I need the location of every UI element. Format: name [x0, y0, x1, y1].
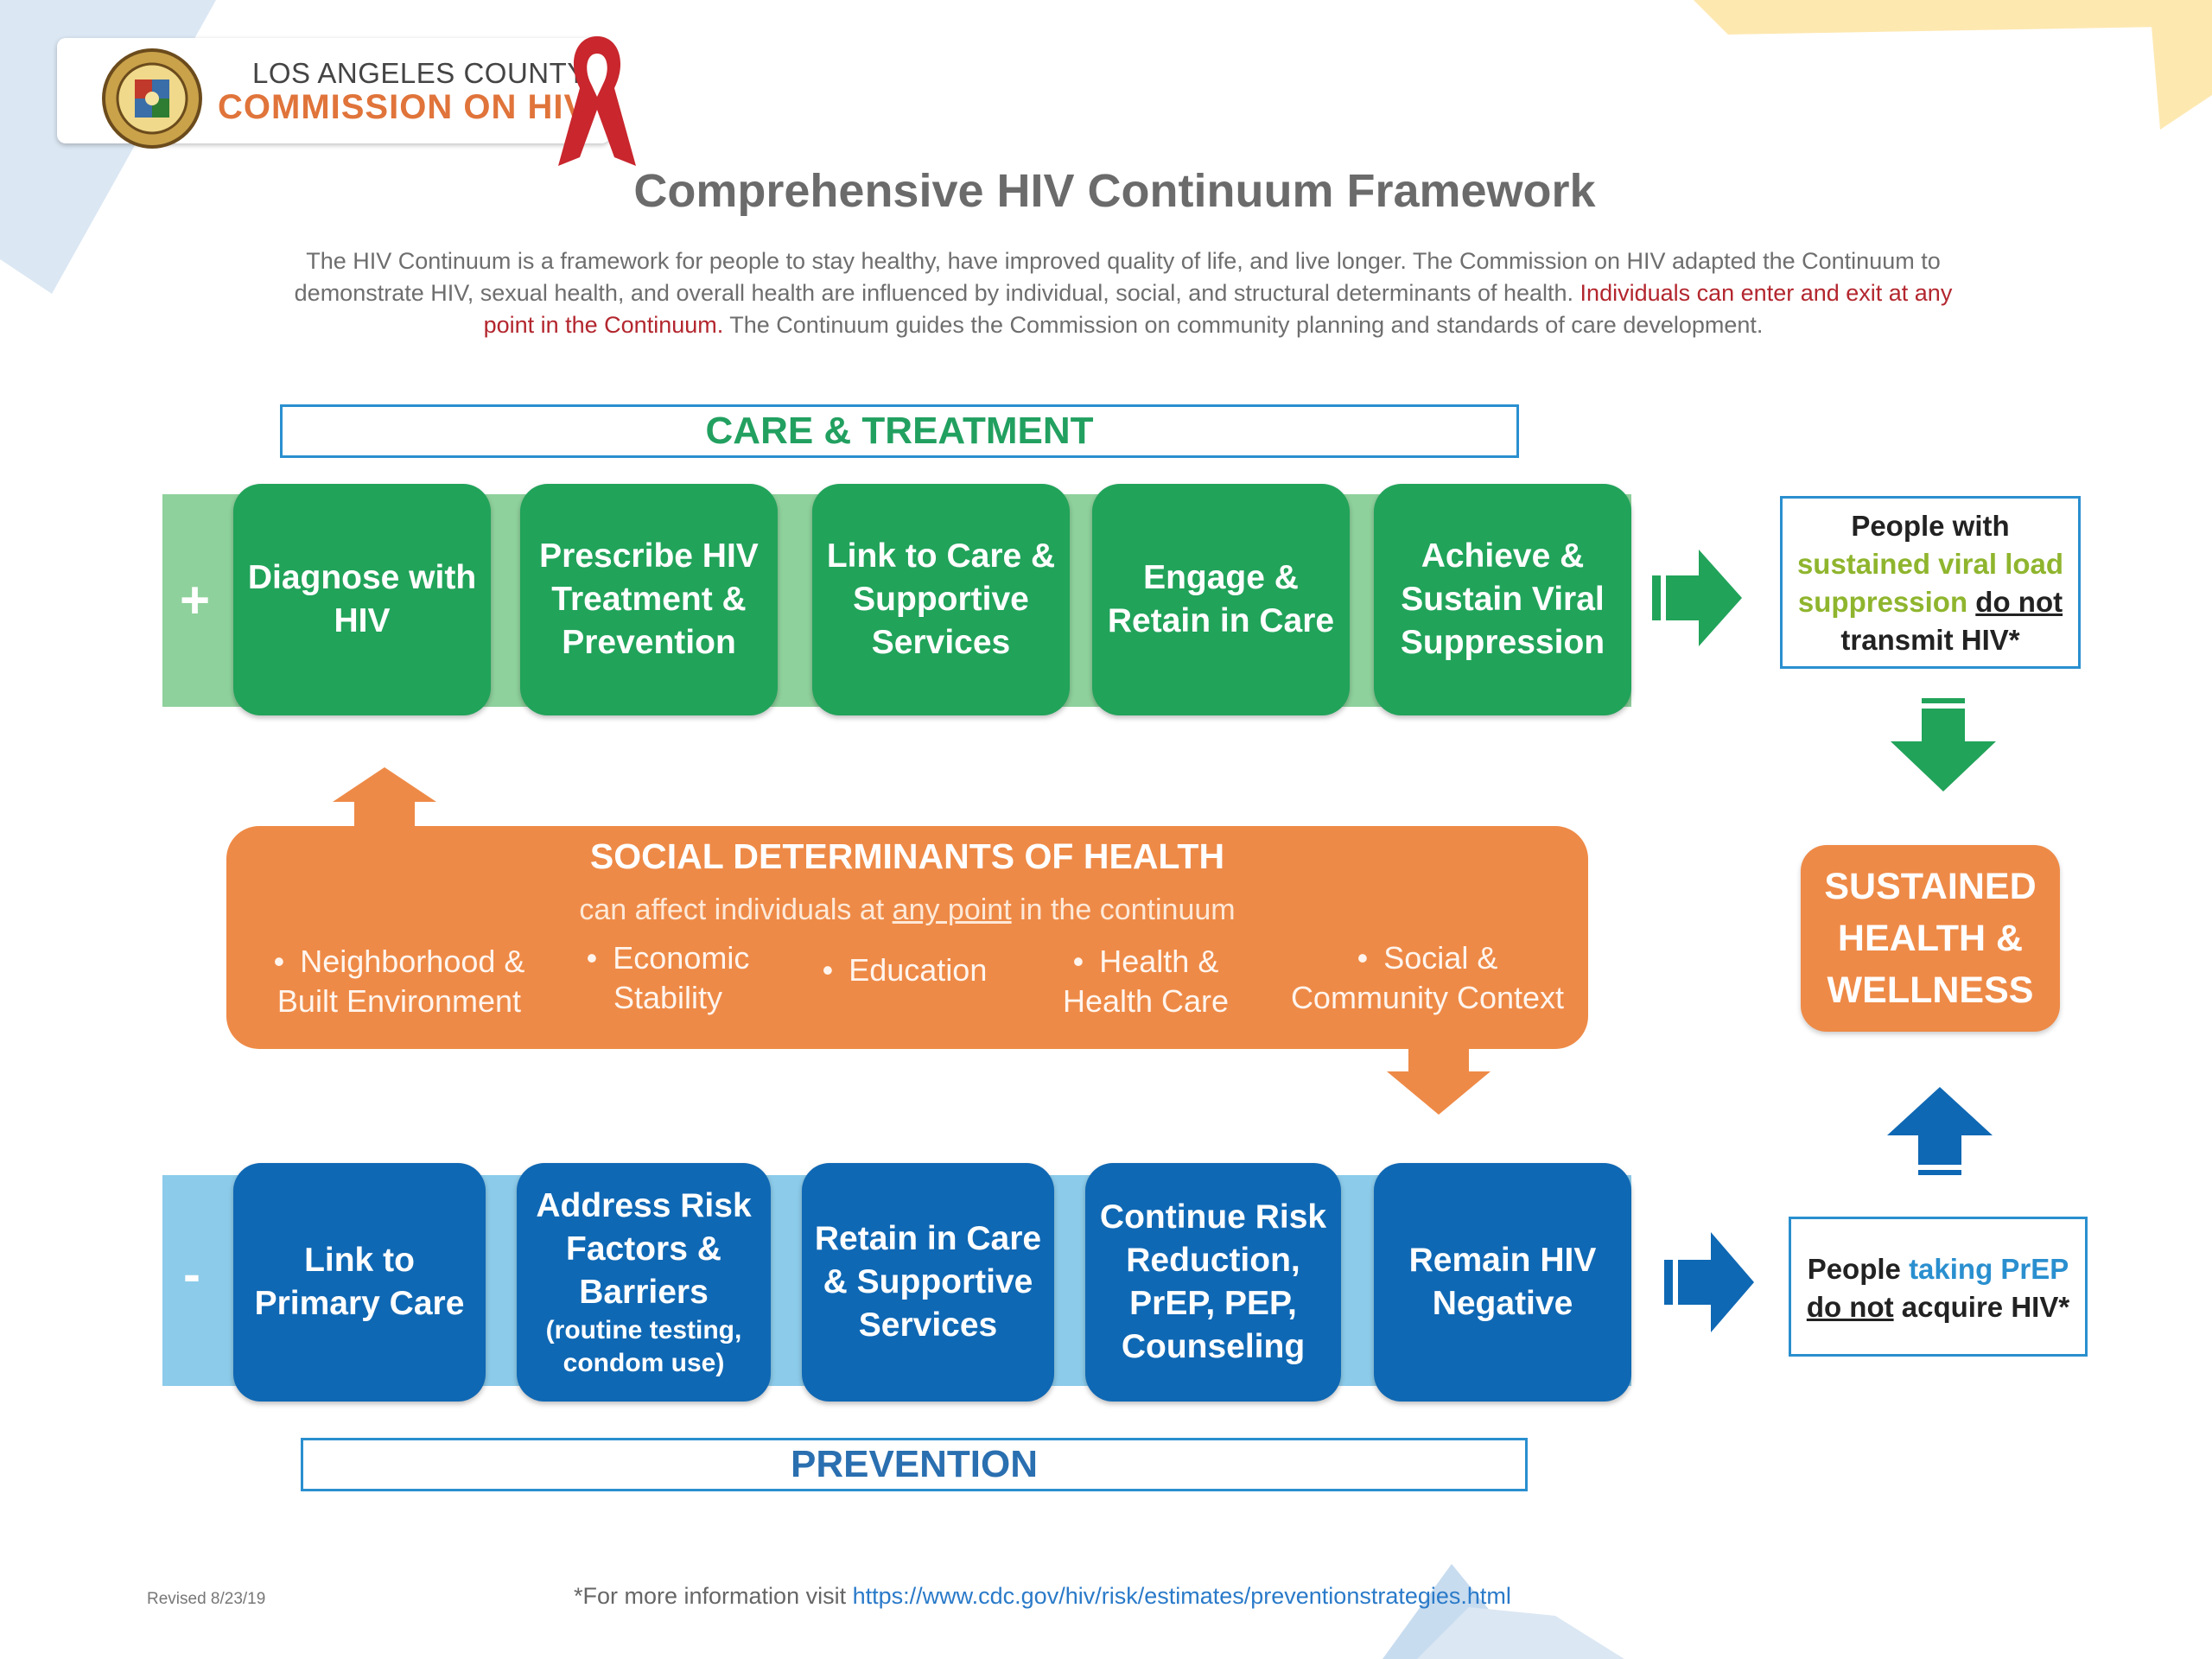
step-remain-negative: Remain HIV Negative — [1374, 1163, 1631, 1402]
factor-education: • Education — [797, 950, 1013, 990]
orange-arrow-down-icon — [1387, 1046, 1491, 1115]
step-address-risk-note: (routine testing, condom use) — [545, 1316, 742, 1377]
factor-bullet: • — [586, 940, 598, 976]
factor-economic-stability: • Economic Stability — [560, 938, 776, 1018]
step-viral-suppression: Achieve & Sustain Viral Suppression — [1374, 484, 1631, 715]
step-link-primary-care: Link to Primary Care — [233, 1163, 486, 1402]
factor-bullet: • — [273, 944, 285, 979]
factor-label: Social & Community Context — [1290, 940, 1565, 1015]
step-retain-supportive: Retain in Care & Supportive Services — [802, 1163, 1054, 1402]
county-seal-icon — [102, 48, 202, 149]
red-ribbon-icon — [558, 36, 636, 166]
prep-outcome-lead: People — [1807, 1253, 1910, 1285]
arrow-right-icon — [1652, 550, 1742, 646]
social-determinants-panel: SOCIAL DETERMINANTS OF HEALTH can affect… — [226, 826, 1588, 1049]
sdoh-subtitle-underline: any point — [892, 893, 1012, 926]
step-link-to-care: Link to Care & Supportive Services — [812, 484, 1070, 715]
factor-social-community: •Social & Community Context — [1281, 938, 1574, 1018]
step-risk-reduction: Continue Risk Reduction, PrEP, PEP, Coun… — [1085, 1163, 1341, 1402]
care-treatment-banner: CARE & TREATMENT — [280, 404, 1519, 458]
prevention-banner: PREVENTION — [301, 1438, 1528, 1491]
orange-arrow-up-icon — [333, 767, 436, 828]
org-name-top: LOS ANGELES COUNTY — [252, 57, 587, 89]
intro-text: The HIV Continuum is a framework for peo… — [294, 248, 1941, 306]
arrow-up-icon — [1887, 1087, 1993, 1175]
revised-date: Revised 8/23/19 — [147, 1590, 266, 1608]
step-prescribe-treatment: Prescribe HIV Treatment & Prevention — [520, 484, 778, 715]
minus-sign: - — [183, 1245, 200, 1303]
viral-suppression-outcome: People with sustained viral load suppres… — [1780, 496, 2081, 669]
step-diagnose-with-hiv: Diagnose with HIV — [233, 484, 491, 715]
factor-bullet: • — [1357, 940, 1369, 976]
intro-text-end: The Continuum guides the Commission on c… — [723, 312, 1764, 338]
step-engage-retain: Engage & Retain in Care — [1092, 484, 1350, 715]
factor-neighborhood: •Neighborhood & Built Environment — [244, 942, 555, 1021]
step-address-risk-label: Address Risk Factors & Barriers — [536, 1187, 752, 1311]
sdoh-subtitle-text: can affect individuals at — [579, 893, 893, 926]
prep-outcome-highlight: taking PrEP — [1909, 1253, 2069, 1285]
viral-outcome-emphasis: do not — [1975, 586, 2063, 618]
sdoh-title: SOCIAL DETERMINANTS OF HEALTH — [589, 836, 1225, 876]
step-address-risk: Address Risk Factors & Barriers (routine… — [517, 1163, 771, 1402]
factor-label: Health & Health Care — [1062, 944, 1230, 1019]
sustained-health-wellness: SUSTAINED HEALTH & WELLNESS — [1801, 845, 2060, 1032]
org-name-bottom: COMMISSION ON HIV — [218, 88, 588, 126]
viral-outcome-line3: transmit HIV* — [1840, 624, 2020, 656]
sdoh-subtitle-end: in the continuum — [1011, 893, 1236, 926]
factor-label: Neighborhood & Built Environment — [276, 944, 525, 1019]
intro-highlight: Individuals can enter and exit at any po… — [483, 280, 1953, 338]
arrow-right-blue-icon — [1664, 1232, 1754, 1332]
cdc-link[interactable]: https://www.cdc.gov/hiv/risk/estimates/p… — [852, 1583, 1511, 1609]
factor-bullet: • — [822, 952, 834, 988]
sdoh-subtitle: can affect individuals at any point in t… — [226, 893, 1588, 927]
page-title: Comprehensive HIV Continuum Framework — [633, 165, 1596, 217]
footnote: *For more information visit https://www.… — [574, 1583, 1511, 1610]
factor-label: Education — [849, 952, 988, 988]
prep-outcome: People taking PrEP do not acquire HIV* — [1789, 1217, 2088, 1357]
viral-outcome-line1: People with — [1851, 510, 2010, 542]
logo: LOS ANGELES COUNTY COMMISSION ON HIV — [57, 36, 636, 166]
footnote-text: *For more information visit — [574, 1583, 853, 1609]
factor-label: Economic Stability — [613, 940, 750, 1015]
prep-outcome-tail: acquire HIV* — [1893, 1291, 2070, 1323]
factor-health-care: •Health & Health Care — [1033, 942, 1258, 1021]
plus-sign: + — [180, 571, 211, 629]
arrow-down-icon — [1891, 698, 1996, 791]
factor-bullet: • — [1072, 944, 1084, 979]
prep-outcome-emphasis: do not — [1806, 1291, 1894, 1323]
viral-outcome-highlight: sustained viral load suppression — [1796, 548, 2064, 618]
intro-paragraph: The HIV Continuum is a framework for peo… — [294, 245, 1953, 341]
